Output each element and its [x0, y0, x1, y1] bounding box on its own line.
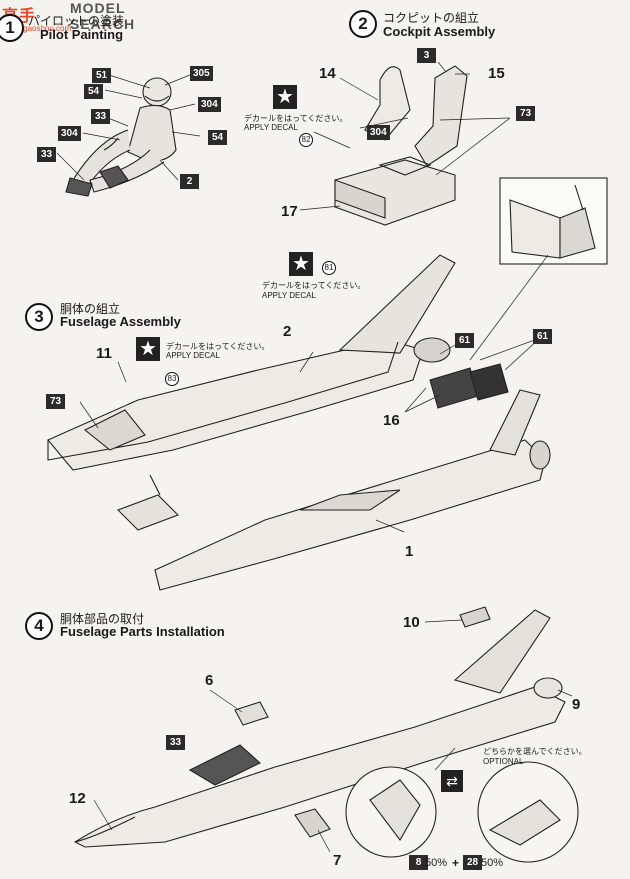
exhaust-parts-drawing	[429, 363, 509, 409]
step-2-title-en: Cockpit Assembly	[383, 24, 496, 39]
paint-callout: 73	[516, 106, 535, 121]
paint-callout: 305	[190, 66, 213, 81]
optional-arrow-icon: ⇄	[441, 770, 463, 792]
mix-ratio: 50%	[425, 857, 448, 869]
step-3-title-en: Fuselage Assembly	[60, 314, 181, 329]
paint-callout: 3	[417, 48, 436, 63]
fuselage-half-drawing	[47, 254, 456, 471]
part-number: 11	[96, 345, 112, 362]
part-number: 1	[405, 543, 414, 560]
step-1-title-jp: パイロットの塗装	[28, 14, 125, 28]
step-2-number: 2	[349, 10, 377, 38]
decal-icon: ★	[289, 252, 313, 276]
paint-callout: 8	[409, 855, 428, 870]
paint-callout: 61	[533, 329, 552, 344]
decal-note-jp: デカールをはってください。	[244, 114, 348, 123]
paint-callout: 304	[58, 126, 81, 141]
mix-ratio: 50%	[481, 857, 504, 869]
part-number: 17	[281, 203, 298, 220]
step-4-title-en: Fuselage Parts Installation	[60, 624, 225, 639]
decal-number: 83	[165, 372, 179, 386]
step-3-title-jp: 胴体の組立	[60, 302, 121, 316]
decal-note-jp: デカールをはってください。	[166, 342, 270, 351]
fuselage-lower-drawing	[117, 389, 551, 591]
part-number: 2	[283, 323, 292, 340]
part-number: 15	[488, 65, 505, 82]
paint-callout: 2	[180, 174, 199, 189]
part-number: 6	[205, 672, 214, 689]
paint-callout: 54	[208, 130, 227, 145]
decal-note-jp: デカールをはってください。	[262, 281, 366, 290]
decal-note-en: APPLY DECAL	[244, 123, 298, 132]
decal-icon: ★	[136, 337, 160, 361]
paint-callout: 304	[367, 125, 390, 140]
decal-number: 81	[322, 261, 336, 275]
paint-callout: 33	[91, 109, 110, 124]
step-4-number: 4	[25, 612, 53, 640]
decal-number: 82	[299, 133, 313, 147]
paint-callout: 304	[198, 97, 221, 112]
decal-note-en: APPLY DECAL	[166, 351, 220, 360]
part-number: 7	[333, 852, 342, 869]
paint-callout: 61	[455, 333, 474, 348]
watermark-text: MODEL SEARCH	[70, 0, 136, 32]
pilot-figure-drawing	[65, 77, 177, 197]
paint-callout: 51	[92, 68, 111, 83]
decal-note-en: APPLY DECAL	[262, 291, 316, 300]
part-number: 16	[383, 412, 400, 429]
part-number: 12	[69, 790, 86, 807]
aircraft-drawing	[73, 606, 566, 848]
step-1-title-en: Pilot Painting	[40, 27, 124, 42]
paint-callout: 54	[84, 84, 103, 99]
step-3-number: 3	[25, 303, 53, 331]
part-number: 14	[319, 65, 336, 82]
cockpit-drawing	[334, 65, 468, 226]
optional-note-jp: どちらかを選んでください。	[483, 747, 587, 756]
paint-callout: 33	[37, 147, 56, 162]
step-1-number: 1	[0, 14, 24, 42]
paint-callout: 28	[463, 855, 482, 870]
optional-note-en: OPTIONAL	[483, 757, 524, 766]
mix-plus: +	[452, 856, 460, 870]
part-number: 9	[572, 696, 581, 713]
paint-callout: 33	[166, 735, 185, 750]
step-2-title-jp: コクピットの組立	[383, 11, 480, 25]
step-4-title-jp: 胴体部品の取付	[60, 612, 145, 626]
watermark-url: www.gaoshou.com	[4, 24, 72, 33]
paint-callout: 73	[46, 394, 65, 409]
part-number: 10	[403, 614, 420, 631]
decal-icon: ★	[273, 85, 297, 109]
